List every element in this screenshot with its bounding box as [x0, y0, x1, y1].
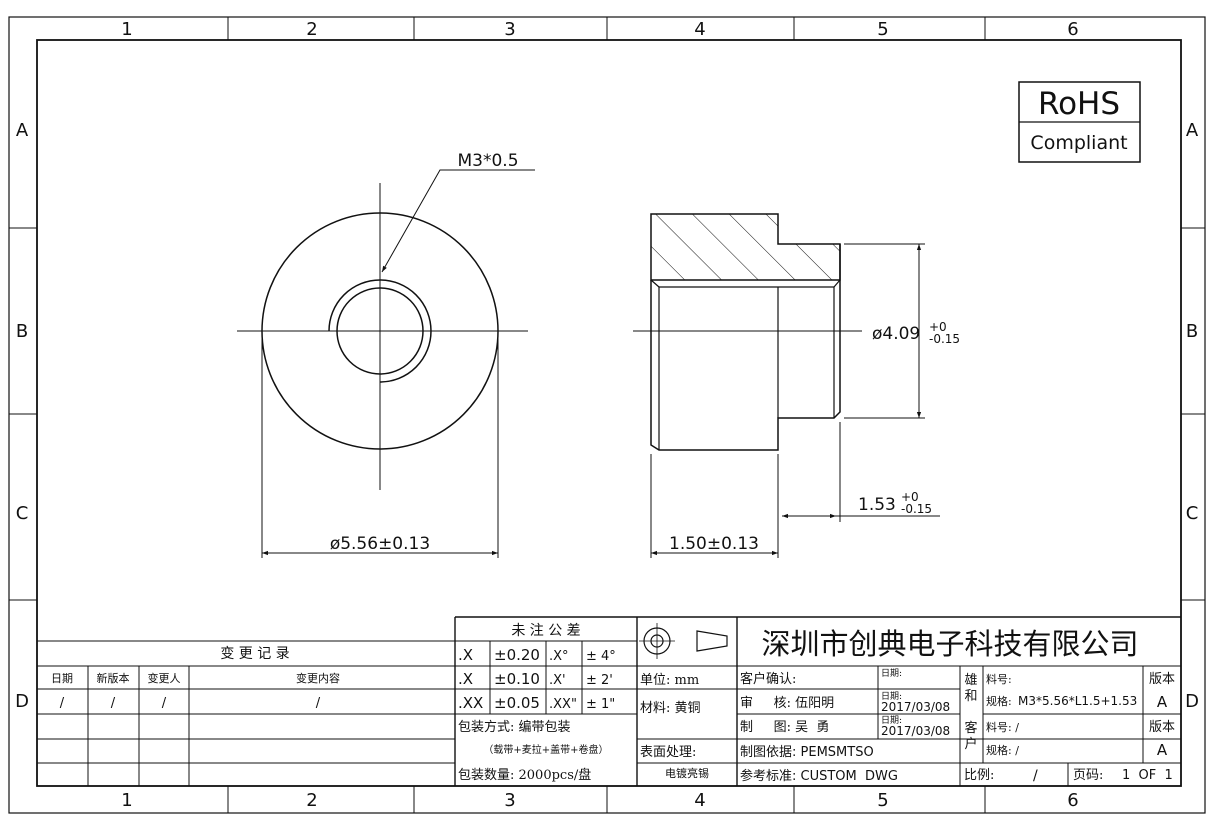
packaging-detail: （载带+麦拉+盖带+卷盘）	[483, 743, 608, 756]
shank-diameter-tol-upper: +0	[929, 320, 947, 334]
sheet-frame: 1 2 3 4 5 6 1 2 3 4 5 6 A B C D A B C D	[8, 16, 1206, 814]
part-no-label: 料号:	[986, 672, 1012, 686]
tolerance-title: 未 注 公 差	[511, 623, 580, 639]
tol-cell: ±0.20	[494, 646, 540, 664]
row-label: D	[1185, 691, 1199, 712]
tol-cell: .X	[458, 646, 473, 664]
shank-length-label: 1.53	[858, 495, 896, 515]
revision-cell: /	[162, 696, 167, 711]
tol-cell: ± 4°	[586, 649, 616, 664]
row-label: A	[1186, 120, 1199, 141]
col-label: 5	[877, 19, 888, 40]
page-value: 1 OF 1	[1122, 768, 1173, 783]
col-label: 1	[121, 19, 132, 40]
col-label: 6	[1067, 790, 1078, 811]
row-label: A	[16, 120, 29, 141]
row-label: C	[1186, 503, 1199, 524]
revision-header: 新版本	[97, 671, 130, 685]
reference-standard: 参考标准: CUSTOM DWG	[740, 768, 898, 784]
front-view: M3*0.5 ø5.56±0.13	[237, 151, 535, 558]
projection-symbol	[639, 623, 728, 659]
drawn-date: 2017/03/08	[881, 724, 950, 738]
revision-header: 变更内容	[296, 671, 340, 685]
tol-cell: .X°	[549, 649, 569, 664]
surface-label: 表面处理:	[640, 745, 696, 760]
revision-header: 变更人	[148, 671, 181, 685]
shank-length-tol-upper: +0	[901, 490, 919, 504]
date-label: 日期:	[881, 668, 902, 679]
tol-cell: ±0.05	[494, 694, 540, 712]
tol-cell: ±0.10	[494, 670, 540, 688]
spec-value: M3*5.56*L1.5+1.53	[1018, 694, 1137, 708]
col-label: 4	[694, 19, 705, 40]
row-label: C	[16, 503, 29, 524]
col-label: 3	[504, 790, 515, 811]
col-label: 6	[1067, 19, 1078, 40]
review-date: 2017/03/08	[881, 700, 950, 714]
version-label: 版本	[1149, 720, 1175, 735]
side-a-label: 雄和	[964, 673, 977, 704]
col-label: 2	[306, 19, 317, 40]
col-label: 5	[877, 790, 888, 811]
version-label: 版本	[1149, 672, 1175, 687]
shank-diameter-label: ø4.09	[872, 324, 920, 344]
side-b-label: 客户	[964, 720, 977, 752]
shank-diameter-tol-lower: -0.15	[929, 332, 960, 346]
thread-label: M3*0.5	[457, 151, 518, 171]
scale-label: 比例:	[964, 768, 994, 783]
packaging-method: 包装方式: 编带包装	[458, 719, 571, 735]
row-label: B	[16, 321, 28, 342]
rohs-subtitle: Compliant	[1030, 132, 1127, 154]
revision-table: 变 更 记 录 日期 新版本 变更人 变更内容 / / / /	[37, 640, 455, 786]
tol-cell: .X'	[549, 673, 566, 688]
revision-header: 日期	[51, 672, 73, 685]
page-label: 页码:	[1073, 768, 1103, 783]
row-label: B	[1186, 321, 1198, 342]
revision-cell: /	[60, 696, 65, 711]
version-value: A	[1157, 741, 1168, 759]
drawing-basis: 制图依据: PEMSMTSO	[740, 745, 874, 760]
spec-label: 规格:	[986, 694, 1012, 708]
drawn-label: 制 图: 吴 勇	[740, 720, 829, 735]
col-label: 1	[121, 790, 132, 811]
tol-cell: ± 1"	[586, 697, 615, 712]
part-no-b: 料号: /	[986, 720, 1019, 734]
version-value: A	[1157, 693, 1168, 711]
head-height-label: 1.50±0.13	[669, 534, 759, 554]
scale-value: /	[1033, 768, 1038, 784]
tol-cell: .XX	[458, 694, 483, 712]
spec-column: 单位: mm 材料: 黄铜 表面处理: 电镀亮锡	[637, 617, 1181, 786]
shank-length-tol-lower: -0.15	[901, 502, 932, 516]
customer-confirm: 客户确认:	[740, 671, 796, 687]
company-name: 深圳市创典电子科技有限公司	[761, 627, 1138, 661]
col-label: 4	[694, 790, 705, 811]
tol-cell: .X	[458, 670, 473, 688]
title-block: 深圳市创典电子科技有限公司 客户确认: 审 核: 伍阳明 制 图: 吴 勇 制图…	[737, 627, 1181, 786]
revision-title: 变 更 记 录	[220, 646, 289, 662]
tol-cell: ± 2'	[586, 673, 613, 688]
spec-b: 规格: /	[986, 743, 1019, 757]
tol-cell: .XX"	[549, 697, 577, 712]
unit-label: 单位: mm	[640, 673, 699, 688]
tolerance-table: 未 注 公 差 .X ±0.20 .X° ± 4° .X ±0.10 .X' ±…	[454, 616, 1181, 786]
col-label: 3	[504, 19, 515, 40]
revision-cell: /	[316, 696, 321, 711]
side-view: ø4.09 +0 -0.15 1.53 +0 -0.15 1.50±0.13	[633, 213, 960, 558]
packaging-quantity: 包装数量: 2000pcs/盘	[458, 767, 591, 783]
date-label: 日期:	[881, 715, 902, 726]
surface-value: 电镀亮锡	[665, 766, 709, 780]
outer-diameter-label: ø5.56±0.13	[330, 534, 430, 554]
rohs-badge: RoHS Compliant	[1018, 81, 1141, 163]
col-label: 2	[306, 790, 317, 811]
revision-cell: /	[111, 696, 116, 711]
review-label: 审 核: 伍阳明	[740, 696, 834, 711]
rohs-title: RoHS	[1038, 86, 1120, 122]
date-label: 日期:	[881, 691, 902, 702]
material-label: 材料: 黄铜	[640, 701, 701, 716]
row-label: D	[15, 691, 29, 712]
